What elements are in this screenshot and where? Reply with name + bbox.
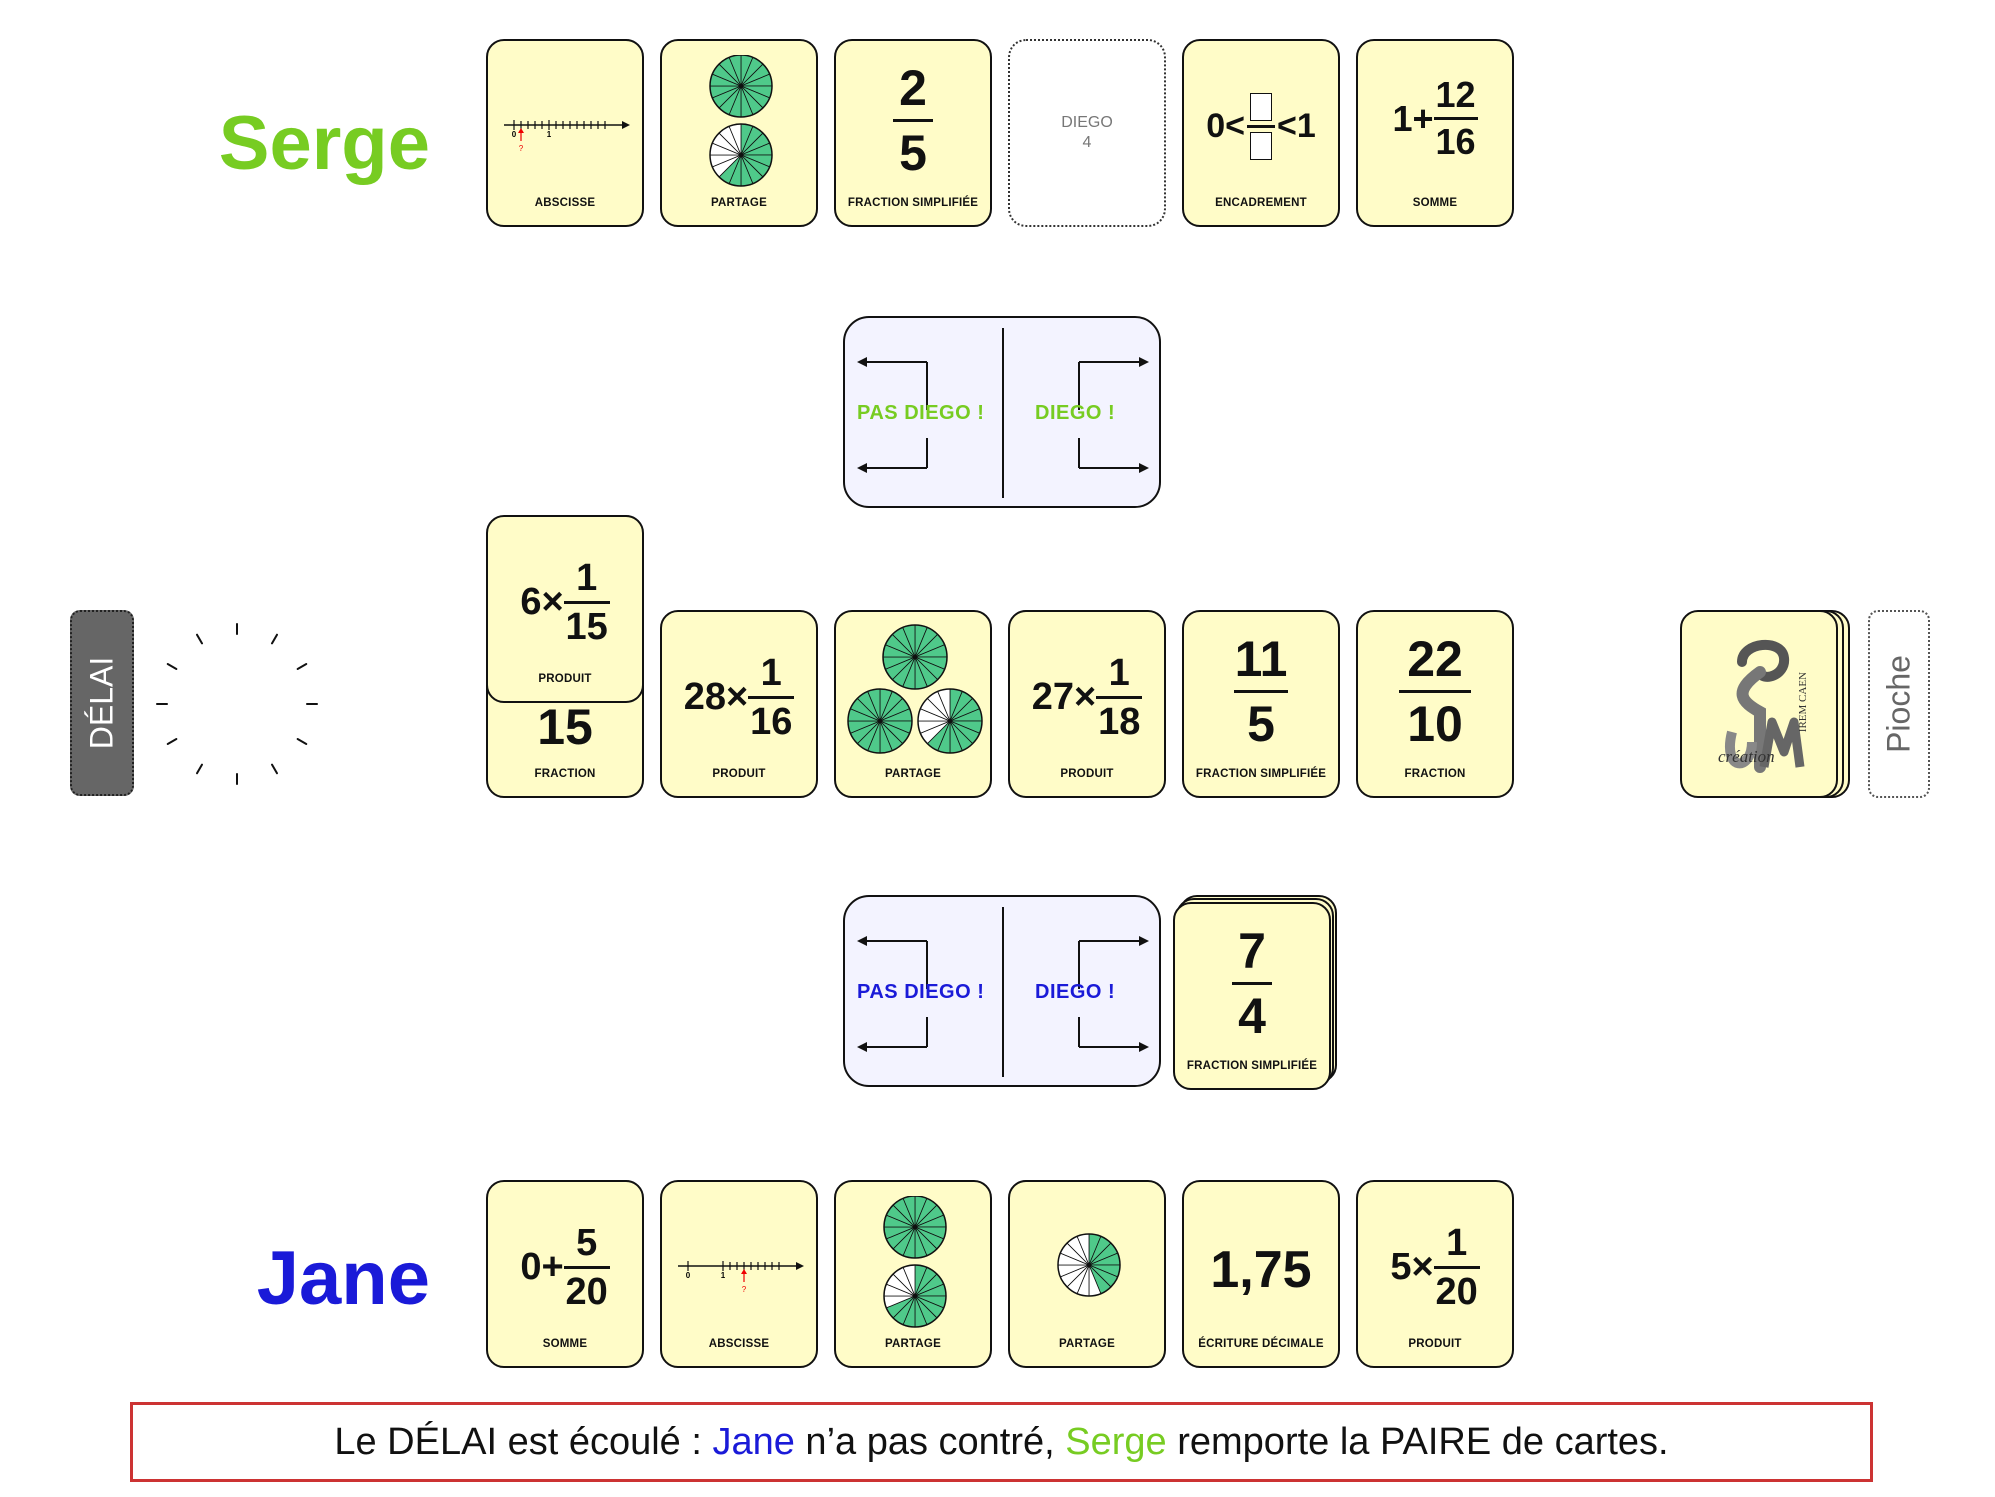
arrows-icon bbox=[857, 357, 1149, 473]
slot-count: 4 bbox=[1082, 134, 1092, 151]
card-label: FRACTION SIMPLIFIÉE bbox=[1186, 1060, 1318, 1072]
svg-text:?: ? bbox=[742, 1285, 747, 1294]
card-abscisse[interactable]: 0 1 ? ABSCISSE bbox=[660, 1180, 818, 1368]
card-abscisse[interactable]: 0 1 ? ABSCISSE bbox=[486, 39, 644, 227]
card-label: PARTAGE bbox=[711, 197, 767, 209]
card-label: SOMME bbox=[1412, 197, 1458, 209]
pie-wheel-icon bbox=[1057, 1233, 1121, 1297]
timer-spinner-icon bbox=[156, 623, 318, 785]
pas-diego-button[interactable]: PAS DIEGO ! bbox=[857, 981, 985, 1003]
card-label: SOMME bbox=[542, 1338, 588, 1350]
encadrement-expression: 0< <1 bbox=[1184, 93, 1338, 160]
diego-button[interactable]: DIEGO ! bbox=[1035, 981, 1116, 1003]
delai-timer-button[interactable]: DÉLAI bbox=[70, 610, 134, 796]
svg-text:1: 1 bbox=[721, 1271, 726, 1280]
svg-text:?: ? bbox=[519, 144, 524, 153]
card-label: PARTAGE bbox=[885, 1338, 941, 1350]
card-encadrement[interactable]: 0< <1 ENCADREMENT bbox=[1182, 39, 1340, 227]
message-player-serge: Serge bbox=[1065, 1421, 1167, 1463]
card-label: FRACTION SIMPLIFIÉE bbox=[1195, 768, 1327, 780]
card-partage[interactable]: PARTAGE bbox=[834, 1180, 992, 1368]
player-name-jane: Jane bbox=[256, 1236, 430, 1321]
pie-wheel-icon bbox=[709, 55, 773, 187]
diego-button[interactable]: DIEGO ! bbox=[1035, 402, 1116, 424]
slot-label: DIEGO bbox=[1061, 114, 1113, 131]
pie-wheel-icon bbox=[883, 1196, 947, 1328]
svg-text:1: 1 bbox=[547, 130, 552, 139]
irem-logo-icon: création IREM CAEN bbox=[1718, 639, 1809, 773]
svg-text:0: 0 bbox=[512, 130, 517, 139]
card-partage[interactable]: PARTAGE bbox=[1008, 1180, 1166, 1368]
card-label: FRACTION bbox=[534, 768, 596, 780]
pas-diego-button[interactable]: PAS DIEGO ! bbox=[857, 402, 985, 424]
card-ecriture-decimale[interactable]: 1,75 ÉCRITURE DÉCIMALE bbox=[1182, 1180, 1340, 1368]
svg-text:0: 0 bbox=[686, 1271, 691, 1280]
svg-text:création: création bbox=[1718, 747, 1775, 766]
card-partage[interactable]: PARTAGE bbox=[834, 610, 992, 798]
card-label: PARTAGE bbox=[885, 768, 941, 780]
number-line-icon: 0 1 ? bbox=[504, 120, 630, 153]
pioche-draw-button[interactable]: Pioche bbox=[1868, 610, 1930, 798]
diego-panel-jane: PAS DIEGO ! DIEGO ! bbox=[843, 895, 1161, 1087]
card-label: PARTAGE bbox=[1059, 1338, 1115, 1350]
diego-panel-serge: PAS DIEGO ! DIEGO ! bbox=[843, 316, 1161, 508]
card-label: FRACTION bbox=[1404, 768, 1466, 780]
card-label: PRODUIT bbox=[1060, 768, 1114, 780]
card-label: ABSCISSE bbox=[708, 1338, 770, 1350]
card-partage[interactable]: PARTAGE bbox=[660, 39, 818, 227]
deck-top-card[interactable]: création IREM CAEN bbox=[1680, 610, 1838, 798]
card-label: ENCADREMENT bbox=[1215, 197, 1307, 209]
card-label: PRODUIT bbox=[1408, 1338, 1462, 1350]
decimal-value: 1,75 bbox=[1210, 1241, 1312, 1299]
arrows-icon bbox=[857, 936, 1149, 1052]
player-name-serge: Serge bbox=[218, 101, 430, 186]
fraction-numerator: 15 bbox=[537, 699, 593, 755]
card-label: PRODUIT bbox=[712, 768, 766, 780]
card-label: ÉCRITURE DÉCIMALE bbox=[1198, 1338, 1324, 1350]
svg-text:IREM CAEN: IREM CAEN bbox=[1797, 672, 1809, 732]
card-label: ABSCISSE bbox=[534, 197, 596, 209]
card-label: PRODUIT bbox=[538, 673, 592, 685]
empty-card-slot[interactable]: DIEGO 4 bbox=[1008, 39, 1166, 227]
pie-wheel-icon bbox=[847, 624, 983, 754]
message-player-jane: Jane bbox=[712, 1421, 795, 1463]
card-label: FRACTION SIMPLIFIÉE bbox=[847, 197, 979, 209]
status-message: Le DÉLAI est écoulé : Jane n’a pas contr… bbox=[130, 1402, 1873, 1482]
number-line-icon: 0 1 ? bbox=[678, 1261, 804, 1294]
